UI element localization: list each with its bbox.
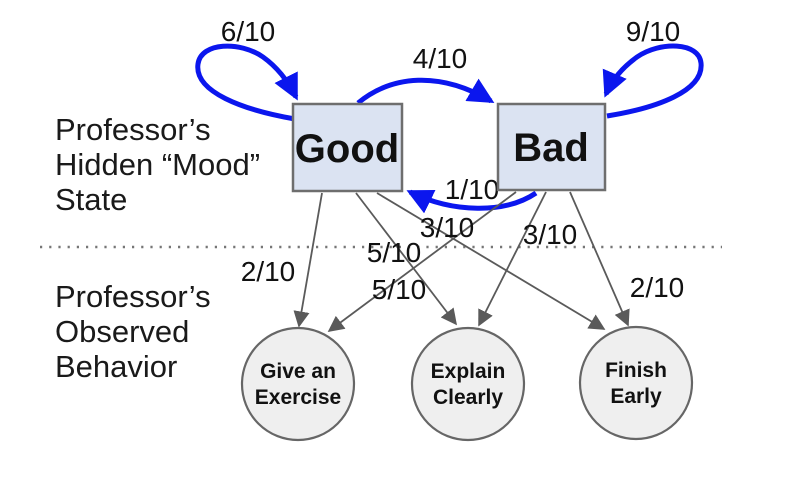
- observation-circle-explain-clearly: [410, 326, 526, 442]
- transition-arrow-good-to-bad: [356, 77, 495, 105]
- transition-arrow-good-self-loop: [195, 43, 299, 122]
- caption-hidden-state: Professor’s Hidden “Mood” State: [55, 112, 260, 217]
- observation-label-explain-clearly-line1: Explain: [431, 360, 506, 383]
- emission-arrow-bad-to-finish-early: [569, 191, 630, 327]
- transition-arrow-bad-to-good: [406, 189, 538, 214]
- state-box-good: [291, 102, 404, 193]
- observation-circle-finish-early: [578, 325, 694, 441]
- transition-label-good-self: 6/10: [221, 16, 276, 47]
- transition-arrow-bad-self-loop: [602, 43, 704, 119]
- state-label-good: Good: [295, 127, 399, 171]
- observation-label-finish-early-line1: Finish: [605, 359, 667, 382]
- emission-arrow-good-to-finish-early: [376, 192, 606, 330]
- state-node-bad: Bad: [496, 102, 607, 192]
- emission-arrow-good-to-give-exercise: [293, 192, 323, 328]
- caption-hidden-state-line2: Hidden “Mood”: [55, 147, 260, 182]
- caption-hidden-state-line1: Professor’s: [55, 112, 211, 147]
- emission-arrow-bad-to-give-exercise: [327, 191, 517, 332]
- transition-label-bad-self: 9/10: [626, 16, 681, 47]
- emission-label-bad-finish: 2/10: [630, 272, 685, 303]
- observation-circle-give-exercise: [240, 326, 356, 442]
- caption-observed-behavior-line1: Professor’s: [55, 279, 211, 314]
- transition-label-bad-to-good: 1/10: [445, 174, 500, 205]
- emission-label-good-finish: 3/10: [420, 212, 475, 243]
- transition-label-good-to-bad: 4/10: [413, 43, 468, 74]
- state-label-bad: Bad: [513, 126, 589, 170]
- emission-label-bad-give: 5/10: [372, 274, 427, 305]
- caption-observed-behavior-line2: Observed: [55, 314, 189, 349]
- observation-node-give-exercise: Give an Exercise: [240, 326, 356, 442]
- observation-label-give-exercise-line1: Give an: [260, 360, 336, 383]
- emission-arrow-bad-to-explain-clearly: [478, 191, 547, 327]
- state-node-good: Good: [291, 102, 404, 193]
- emission-label-good-explain: 5/10: [367, 237, 422, 268]
- emission-label-good-give: 2/10: [241, 256, 296, 287]
- observation-node-finish-early: Finish Early: [578, 325, 694, 441]
- observation-node-explain-clearly: Explain Clearly: [410, 326, 526, 442]
- caption-hidden-state-line3: State: [55, 182, 127, 217]
- emission-arrow-good-to-explain-clearly: [355, 192, 457, 326]
- caption-observed-behavior-line3: Behavior: [55, 349, 177, 384]
- observation-label-give-exercise-line2: Exercise: [255, 386, 341, 409]
- observation-label-finish-early-line2: Early: [610, 385, 662, 408]
- caption-observed-behavior: Professor’s Observed Behavior: [55, 279, 211, 384]
- observation-label-explain-clearly-line2: Clearly: [433, 386, 503, 409]
- emission-label-bad-explain: 3/10: [523, 219, 578, 250]
- state-box-bad: [496, 102, 607, 192]
